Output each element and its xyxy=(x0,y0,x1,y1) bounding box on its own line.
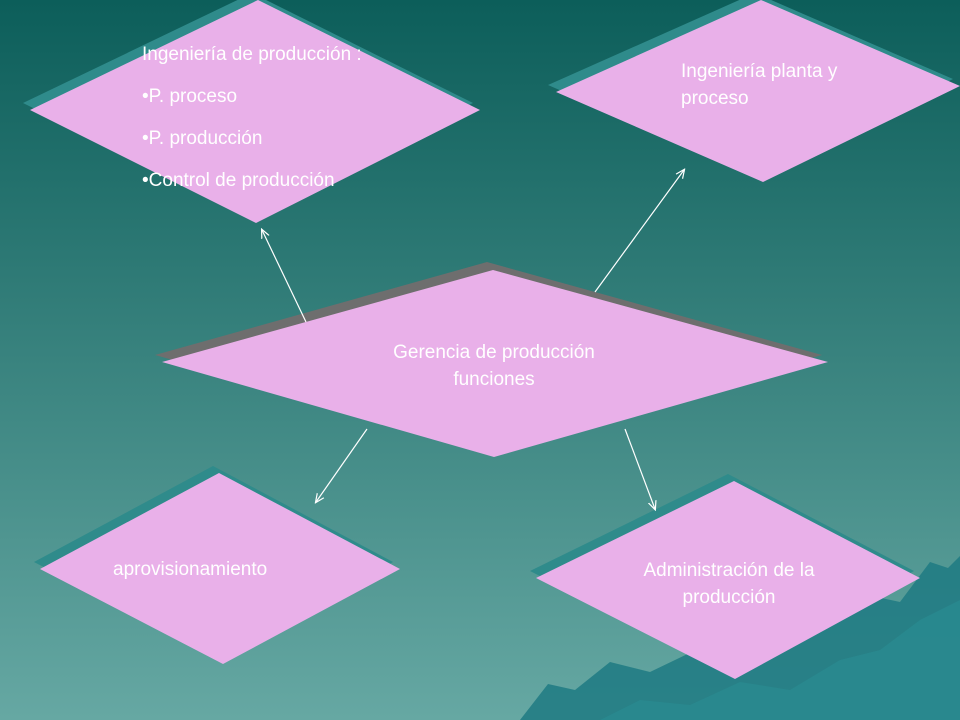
center-line: Gerencia de producción xyxy=(393,342,595,363)
center-line: funciones xyxy=(453,369,535,390)
diamond-top-left xyxy=(30,0,480,223)
arrow-to-bottom-left xyxy=(316,428,368,502)
bottom-right-line: Administración de la xyxy=(643,560,815,581)
top-left-item: Control de producción xyxy=(142,171,442,191)
mountain-decoration-light xyxy=(600,600,960,720)
top-left-item: P. producción xyxy=(142,129,442,149)
arrow-to-top-left xyxy=(262,230,307,323)
arrow-to-bottom-right xyxy=(624,428,655,509)
top-left-heading: Ingeniería de producción : xyxy=(142,44,362,65)
bottom-left-label: aprovisionamiento xyxy=(113,559,268,580)
top-left-text: Ingeniería de producción : P. proceso P.… xyxy=(142,45,442,191)
top-right-text: Ingeniería planta y proceso xyxy=(681,58,901,112)
top-right-line: proceso xyxy=(681,88,749,109)
bottom-right-line: producción xyxy=(682,587,776,608)
bottom-right-text: Administración de la producción xyxy=(604,557,854,611)
center-text: Gerencia de producción funciones xyxy=(344,339,644,393)
diamond-bottom-right xyxy=(536,481,920,679)
top-right-line: Ingeniería planta y xyxy=(681,61,838,82)
bottom-left-text: aprovisionamiento xyxy=(113,556,333,583)
arrow-to-top-right xyxy=(594,170,684,293)
diamond-bottom-left xyxy=(40,473,400,664)
top-left-item: P. proceso xyxy=(142,87,442,107)
diamond-center xyxy=(162,270,828,457)
diamond-top-right xyxy=(556,0,960,182)
